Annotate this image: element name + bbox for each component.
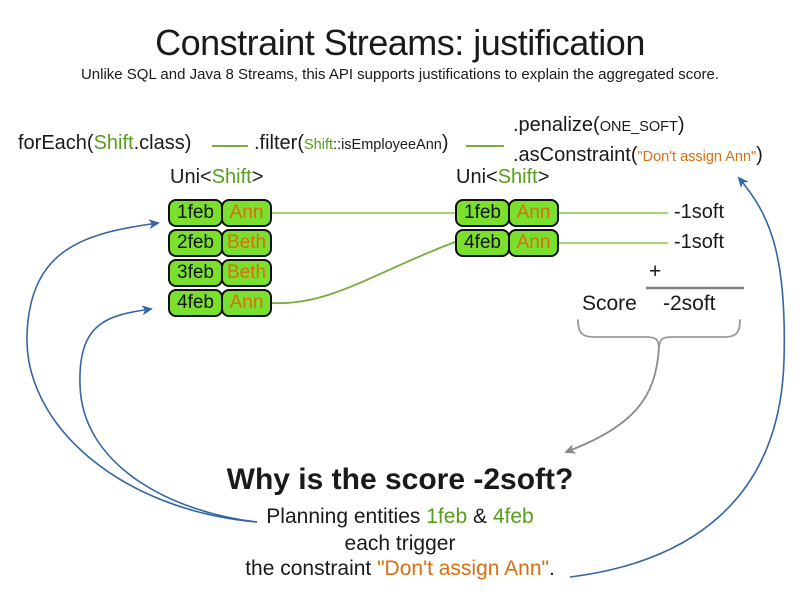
code-text: .asConstraint( (513, 144, 638, 166)
score-brace (577, 319, 741, 348)
shift-row: 1feb Ann (168, 199, 272, 227)
penalty-label: -1soft (674, 201, 725, 223)
type-param: Shift (497, 166, 538, 188)
code-filter: .filter(Shift::isEmployeeAnn) (254, 132, 449, 155)
shift-date-cell: 2feb (168, 229, 223, 257)
entity-1feb: 1feb (426, 505, 468, 528)
shift-employee-cell: Ann (508, 229, 559, 257)
code-text: ) (441, 132, 449, 154)
code-class-name: Shift (304, 137, 334, 153)
code-text: ) (677, 114, 685, 136)
code-text: .penalize( (513, 114, 600, 136)
right-stream-type-label: Uni<Shift> (456, 166, 549, 189)
left-stream-table: 1feb Ann 2feb Beth 3feb Beth 4feb Ann (168, 199, 272, 317)
code-penalize: .penalize(ONE_SOFT) (513, 114, 685, 137)
shift-date-cell: 1feb (168, 199, 223, 227)
explanation-line-trigger: each trigger (344, 532, 456, 555)
code-text: ) (756, 144, 763, 166)
explanation-heading: Why is the score -2soft? (226, 463, 574, 496)
stream-link-4feb (271, 241, 456, 305)
code-class-name: Shift (93, 132, 134, 154)
code-string-literal: "Don't assign Ann" (637, 149, 757, 165)
text: Planning entities (266, 505, 427, 528)
text: . (548, 557, 555, 580)
shift-date-cell: 4feb (168, 289, 223, 317)
shift-date-cell: 3feb (168, 259, 223, 287)
type-text: > (537, 166, 550, 188)
shift-date-cell: 4feb (455, 229, 510, 257)
constraint-name: "Don't assign Ann" (377, 557, 549, 580)
code-text: .filter( (254, 132, 304, 154)
right-stream-table: 1feb Ann 4feb Ann (455, 199, 559, 257)
shift-employee-cell: Ann (221, 289, 272, 317)
shift-row: 4feb Ann (455, 229, 559, 257)
shift-row: 1feb Ann (455, 199, 559, 227)
score-label: Score (582, 292, 637, 315)
shift-employee-cell: Beth (221, 259, 272, 287)
penalty-label: -1soft (674, 231, 725, 253)
entity-4feb: 4feb (492, 505, 534, 528)
code-foreach: forEach(Shift.class) (18, 132, 191, 155)
score-total: -2soft (663, 292, 716, 315)
explanation-line-constraint: the constraint "Don't assign Ann". (0, 557, 800, 581)
shift-row: 3feb Beth (168, 259, 272, 287)
type-text: Uni< (456, 166, 498, 188)
code-text: .class) (133, 132, 192, 154)
text: & (467, 505, 493, 528)
plus-sign: + (649, 260, 662, 283)
brace-to-explanation-arrow (564, 346, 660, 454)
shift-employee-cell: Ann (508, 199, 559, 227)
explanation-line-entities: Planning entities 1feb & 4feb (0, 505, 800, 529)
shift-employee-cell: Beth (221, 229, 272, 257)
page-title: Constraint Streams: justification (155, 22, 645, 63)
code-method-ref: ::isEmployeeAnn (333, 137, 442, 153)
page-subtitle: Unlike SQL and Java 8 Streams, this API … (80, 66, 720, 83)
left-stream-type-label: Uni<Shift> (170, 166, 263, 189)
text: the constraint (245, 557, 378, 580)
code-text: forEach( (18, 132, 94, 154)
shift-row: 4feb Ann (168, 289, 272, 317)
type-text: Uni< (170, 166, 212, 188)
shift-date-cell: 1feb (455, 199, 510, 227)
type-text: > (251, 166, 264, 188)
code-asconstraint: .asConstraint("Don't assign Ann") (513, 144, 763, 167)
code-constant: ONE_SOFT (599, 119, 678, 135)
shift-row: 2feb Beth (168, 229, 272, 257)
shift-employee-cell: Ann (221, 199, 272, 227)
type-param: Shift (211, 166, 252, 188)
